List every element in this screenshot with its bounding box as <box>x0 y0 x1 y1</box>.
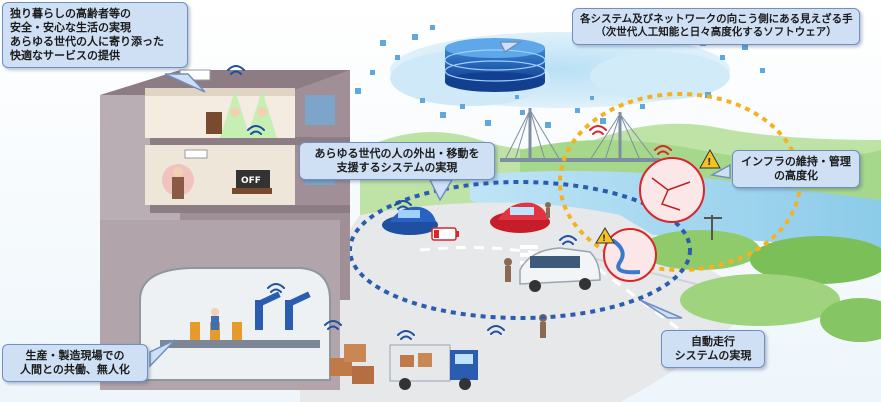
car-red <box>490 202 550 233</box>
callout-factory-coworking: 生産・製造現場での 人間との共働、無人化 <box>2 344 148 383</box>
wifi-icon <box>324 320 342 330</box>
wifi-icon <box>589 125 607 135</box>
callout-elderly-living: 独り暮らしの高齢者等の 安全・安心な生活の実現 あらゆる世代の人に寄り添った 快… <box>2 2 188 69</box>
callout-mobility-support: あらゆる世代の人の外出・移動を 支援するシステムの実現 <box>299 142 495 181</box>
wifi-icon <box>394 200 412 210</box>
callout-infrastructure: インフラの維持・管理 の高度化 <box>732 150 860 189</box>
wifi-icon <box>487 325 505 335</box>
car-white <box>519 247 601 292</box>
tv-off-text: OFF <box>241 176 261 186</box>
svg-text:!: ! <box>707 157 712 168</box>
factory-cutaway <box>139 267 374 384</box>
callout-autonomous-driving: 自動走行 システムの実現 <box>661 330 765 369</box>
battery-icon <box>431 227 459 241</box>
data-pixels <box>355 25 765 128</box>
wifi-icon <box>397 330 415 340</box>
wifi-icon <box>247 125 265 135</box>
crack-inspection-lens <box>639 157 705 223</box>
svg-text:!: ! <box>602 234 606 244</box>
ai-database-icon <box>444 38 546 92</box>
wifi-icon <box>559 235 577 245</box>
trees <box>640 230 881 342</box>
warning-icon: ! <box>595 227 615 244</box>
wifi-icon <box>227 65 245 75</box>
wifi-icon <box>654 145 672 155</box>
wifi-icon <box>267 283 285 293</box>
bridge <box>500 108 660 162</box>
road-crack-lens <box>603 228 657 282</box>
callout-invisible-hand: 各システム及びネットワークの向こう側にある見えざる手 （次世代人工知能と日々高度… <box>572 8 860 45</box>
car-blue <box>382 206 438 235</box>
truck <box>389 344 478 390</box>
warning-icon: ! <box>699 148 721 169</box>
